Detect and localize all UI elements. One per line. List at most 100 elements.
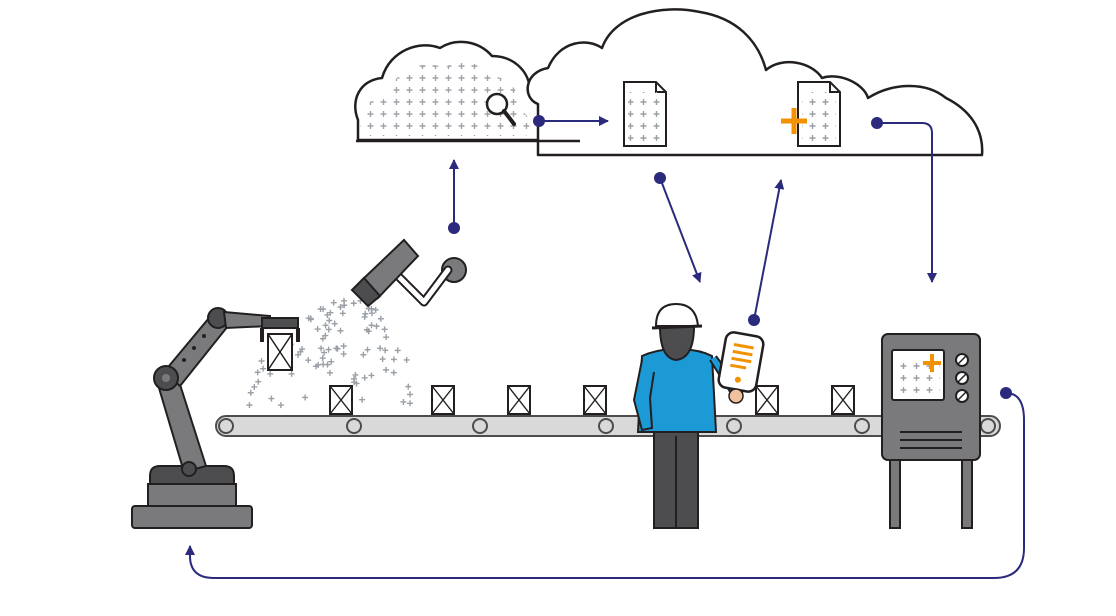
data-particle bbox=[318, 345, 325, 352]
data-particle bbox=[326, 317, 333, 324]
data-particle bbox=[361, 374, 368, 381]
package-icon bbox=[583, 385, 607, 415]
data-particle bbox=[305, 357, 312, 364]
data-particle bbox=[314, 326, 321, 333]
conveyor-roller bbox=[218, 418, 234, 434]
data-particle bbox=[324, 361, 331, 368]
data-particle bbox=[381, 326, 388, 333]
data-particle bbox=[407, 391, 413, 398]
data-particle bbox=[326, 369, 333, 376]
data-particle bbox=[327, 309, 334, 316]
package-icon bbox=[507, 385, 531, 415]
data-particle bbox=[340, 350, 347, 357]
data-particle bbox=[368, 322, 375, 329]
data-particle bbox=[322, 332, 329, 339]
conveyor-roller bbox=[854, 418, 870, 434]
robot-arm-icon bbox=[131, 307, 300, 529]
arrow-cloud-to-machine bbox=[871, 117, 937, 283]
data-particle bbox=[331, 320, 338, 327]
data-particle bbox=[313, 363, 320, 370]
big-cloud bbox=[526, 8, 984, 157]
arrow-search-to-document bbox=[533, 115, 609, 127]
data-particle bbox=[382, 366, 389, 373]
data-particle bbox=[258, 358, 265, 364]
data-particle bbox=[337, 304, 344, 311]
data-particle bbox=[325, 346, 332, 353]
data-particle bbox=[302, 394, 309, 401]
data-particle bbox=[359, 396, 366, 403]
arrow-cloud-to-worker bbox=[654, 172, 702, 283]
data-particle bbox=[363, 326, 370, 333]
data-particle bbox=[362, 310, 369, 317]
data-particle bbox=[255, 378, 262, 385]
data-particle bbox=[330, 299, 337, 306]
data-particle bbox=[340, 343, 347, 350]
data-particle bbox=[377, 345, 384, 352]
data-particle bbox=[360, 351, 367, 358]
control-machine-icon bbox=[881, 333, 981, 529]
data-particle bbox=[295, 351, 302, 358]
data-particle bbox=[268, 395, 275, 402]
data-particle bbox=[400, 398, 407, 405]
data-particle bbox=[405, 383, 412, 390]
tablet-icon bbox=[717, 331, 765, 404]
package-icon bbox=[431, 385, 455, 415]
data-particle bbox=[390, 369, 397, 376]
data-particle bbox=[297, 348, 304, 355]
data-particle bbox=[321, 349, 328, 356]
data-particle bbox=[319, 355, 326, 362]
data-particle bbox=[319, 335, 326, 342]
data-particle bbox=[352, 371, 359, 378]
magnifier-icon bbox=[485, 92, 516, 126]
conveyor-roller bbox=[598, 418, 614, 434]
data-flow-arrows bbox=[185, 115, 1025, 579]
arrow-camera-to-cloud bbox=[448, 159, 460, 234]
package-icon bbox=[329, 385, 353, 415]
data-particle bbox=[373, 323, 380, 330]
conveyor-roller bbox=[472, 418, 488, 434]
data-cloud-icon bbox=[354, 8, 984, 157]
data-particle bbox=[383, 334, 390, 341]
data-particle bbox=[267, 370, 274, 377]
conveyor-roller bbox=[980, 418, 996, 434]
data-particle bbox=[305, 315, 312, 322]
arrow-machine-to-robot bbox=[185, 387, 1025, 579]
data-particle bbox=[246, 402, 253, 409]
data-particle bbox=[340, 297, 347, 304]
data-particle bbox=[368, 310, 375, 317]
data-particle bbox=[288, 370, 295, 377]
data-particle bbox=[333, 345, 340, 352]
conveyor-roller bbox=[726, 418, 742, 434]
document-add-icon bbox=[781, 81, 841, 147]
data-particle bbox=[277, 402, 284, 409]
conveyor-roller bbox=[346, 418, 362, 434]
data-particle bbox=[320, 306, 327, 313]
conveyor-belt-icon bbox=[215, 415, 1001, 437]
data-particle bbox=[260, 365, 267, 372]
data-particle bbox=[328, 358, 335, 365]
data-particle bbox=[325, 326, 332, 333]
data-particle bbox=[247, 389, 254, 396]
camera-sensor-icon bbox=[350, 238, 467, 308]
data-particle bbox=[254, 369, 261, 376]
data-particle bbox=[339, 310, 346, 317]
data-particle bbox=[390, 356, 397, 363]
data-particle bbox=[364, 346, 371, 353]
packages-on-belt bbox=[329, 385, 855, 415]
data-particle bbox=[372, 306, 379, 313]
data-particle bbox=[382, 347, 389, 354]
data-particle bbox=[377, 315, 384, 322]
package-icon bbox=[831, 385, 855, 415]
data-particle bbox=[403, 356, 410, 363]
data-particles bbox=[246, 297, 413, 409]
data-particle bbox=[350, 300, 357, 307]
data-particle bbox=[322, 322, 329, 329]
data-particle bbox=[379, 356, 386, 363]
document-icon bbox=[623, 81, 667, 147]
data-particle bbox=[407, 400, 413, 407]
data-particle bbox=[394, 347, 401, 354]
data-particle bbox=[368, 372, 375, 379]
worker-icon bbox=[632, 302, 744, 529]
